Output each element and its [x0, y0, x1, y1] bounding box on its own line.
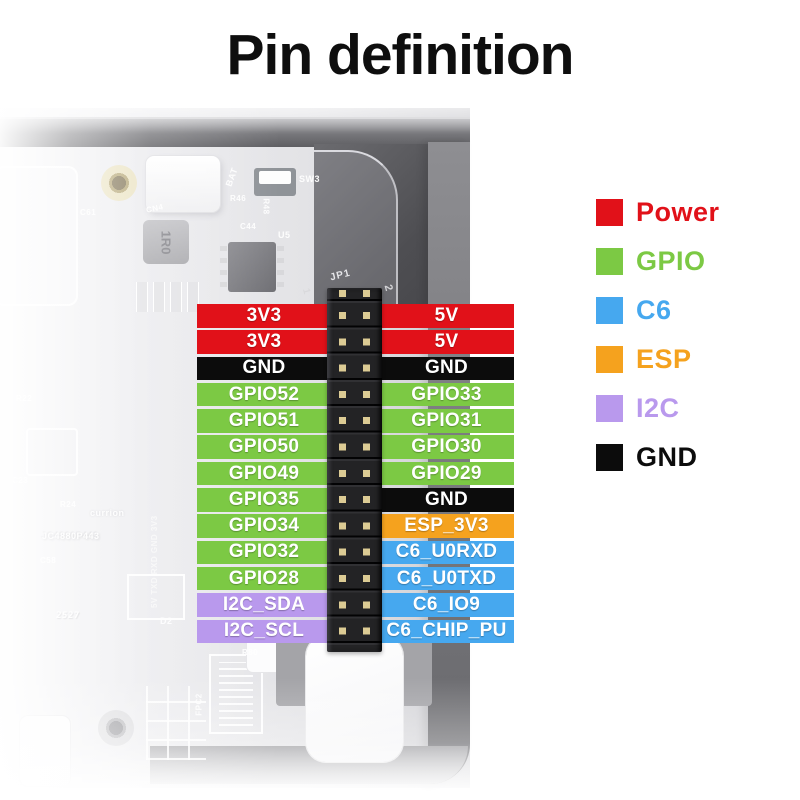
- pin-row: GPIO50 GPIO30: [197, 435, 514, 459]
- silk-io-labels: 5V TXD RXD GND 3V3: [150, 515, 159, 608]
- silk-r22: R22: [16, 394, 33, 403]
- pcb-sd-slot: [0, 166, 78, 306]
- board-model-text: JC4880P443: [42, 531, 100, 541]
- silk-bat: BAT: [223, 166, 240, 188]
- pin-row: GPIO35 GND: [197, 488, 514, 512]
- color-legend: Power GPIO C6 ESP I2C GND: [596, 199, 720, 471]
- silk-r80: R80: [242, 648, 259, 657]
- pin-label-right: C6_CHIP_PU: [379, 619, 514, 644]
- legend-swatch-i2c: [596, 395, 623, 422]
- pin-row: I2C_SCL C6_CHIP_PU: [197, 619, 514, 644]
- pin-label-right: GND: [379, 488, 514, 512]
- silk-fpc2: FPC2: [194, 693, 204, 716]
- pin-label-left: I2C_SCL: [197, 619, 331, 644]
- silk-cn4: CN4: [145, 202, 165, 215]
- pin-label-left: GPIO28: [197, 566, 331, 591]
- silk-pin1-marking: 1: [299, 287, 313, 296]
- pin-label-left: GPIO52: [197, 382, 331, 407]
- silk-r24: R24: [60, 500, 77, 509]
- legend-swatch-c6: [596, 297, 623, 324]
- pin-label-right: 5V: [379, 304, 514, 328]
- silk-c58: C58: [40, 556, 57, 565]
- legend-swatch-gnd: [596, 444, 623, 471]
- legend-label-i2c: I2C: [636, 393, 680, 423]
- jp1-pin-header: [327, 288, 382, 652]
- silk-sw3: SW3: [299, 174, 321, 184]
- pinout-table: 3V3 5V 3V3 5V GND GND GPIO52 GPIO33 GPIO…: [197, 304, 514, 644]
- brand-logo-text: currion: [90, 508, 125, 518]
- legend-item-gnd: GND: [596, 444, 720, 471]
- legend-item-power: Power: [596, 199, 720, 226]
- silk-c23: C23: [12, 476, 29, 485]
- pin-label-right: GND: [379, 356, 514, 381]
- pin-label-left: GPIO51: [197, 409, 331, 433]
- pin-label-left: GPIO34: [197, 514, 331, 538]
- pin-label-right: GPIO29: [379, 461, 514, 486]
- pin-label-right: C6_U0RXD: [379, 540, 514, 565]
- pin-row: GPIO34 ESP_3V3: [197, 514, 514, 538]
- pin-row: 3V3 5V: [197, 330, 514, 354]
- date-code-text: 2527: [55, 611, 81, 621]
- pin-label-right: 5V: [379, 330, 514, 354]
- connector-bottom-left: [20, 716, 70, 786]
- pin-label-left: GPIO50: [197, 435, 331, 459]
- pin-label-right: GPIO30: [379, 435, 514, 459]
- chip-u5: [220, 242, 284, 292]
- switch-sw3: [254, 168, 296, 196]
- pin-label-left: GPIO32: [197, 540, 331, 565]
- legend-label-power: Power: [636, 197, 720, 227]
- silk-d2: D2: [160, 616, 173, 626]
- legend-label-gpio: GPIO: [636, 246, 706, 276]
- silk-c61: C61: [80, 208, 97, 217]
- display-bezel-top: [0, 117, 470, 147]
- silk-c44: C44: [240, 222, 257, 231]
- pin-label-right: ESP_3V3: [379, 514, 514, 538]
- silk-r46: R46: [230, 194, 247, 203]
- silk-r48: R48: [261, 198, 271, 215]
- pin-row: I2C_SDA C6_IO9: [197, 593, 514, 617]
- silk-u5: U5: [278, 230, 291, 240]
- legend-label-c6: C6: [636, 295, 672, 325]
- pin-label-left: 3V3: [197, 330, 331, 354]
- pin-row: GND GND: [197, 356, 514, 381]
- antenna-sticker: [306, 636, 403, 762]
- pin-label-left: 3V3: [197, 304, 331, 328]
- pin-label-right: C6_IO9: [379, 593, 514, 617]
- legend-item-esp: ESP: [596, 346, 720, 373]
- legend-swatch-power: [596, 199, 623, 226]
- mounting-hole-top: [101, 165, 137, 201]
- pin-label-left: GPIO35: [197, 488, 331, 512]
- legend-label-gnd: GND: [636, 442, 698, 472]
- pin-row: GPIO49 GPIO29: [197, 461, 514, 486]
- mounting-hole-bottom: [98, 710, 134, 746]
- pin-label-left: I2C_SDA: [197, 593, 331, 617]
- pin-row: GPIO51 GPIO31: [197, 409, 514, 433]
- inductor-l2: 1R0: [143, 220, 189, 264]
- legend-swatch-esp: [596, 346, 623, 373]
- inductor-value-label: 1R0: [158, 230, 174, 254]
- pin-label-right: GPIO31: [379, 409, 514, 433]
- capacitor-group: [136, 282, 200, 312]
- pin-row: 3V3 5V: [197, 304, 514, 328]
- pin-row: GPIO52 GPIO33: [197, 382, 514, 407]
- pin-label-right: GPIO33: [379, 382, 514, 407]
- pin-row: GPIO28 C6_U0TXD: [197, 566, 514, 591]
- legend-item-i2c: I2C: [596, 395, 720, 422]
- pin-label-right: C6_U0TXD: [379, 566, 514, 591]
- pin-label-left: GND: [197, 356, 331, 381]
- legend-swatch-gpio: [596, 248, 623, 275]
- pin-label-left: GPIO49: [197, 461, 331, 486]
- pin-row: GPIO32 C6_U0RXD: [197, 540, 514, 565]
- page-title: Pin definition: [226, 23, 575, 87]
- legend-label-esp: ESP: [636, 344, 692, 374]
- legend-item-c6: C6: [596, 297, 720, 324]
- capacitor-c23: [26, 428, 78, 476]
- legend-item-gpio: GPIO: [596, 248, 720, 275]
